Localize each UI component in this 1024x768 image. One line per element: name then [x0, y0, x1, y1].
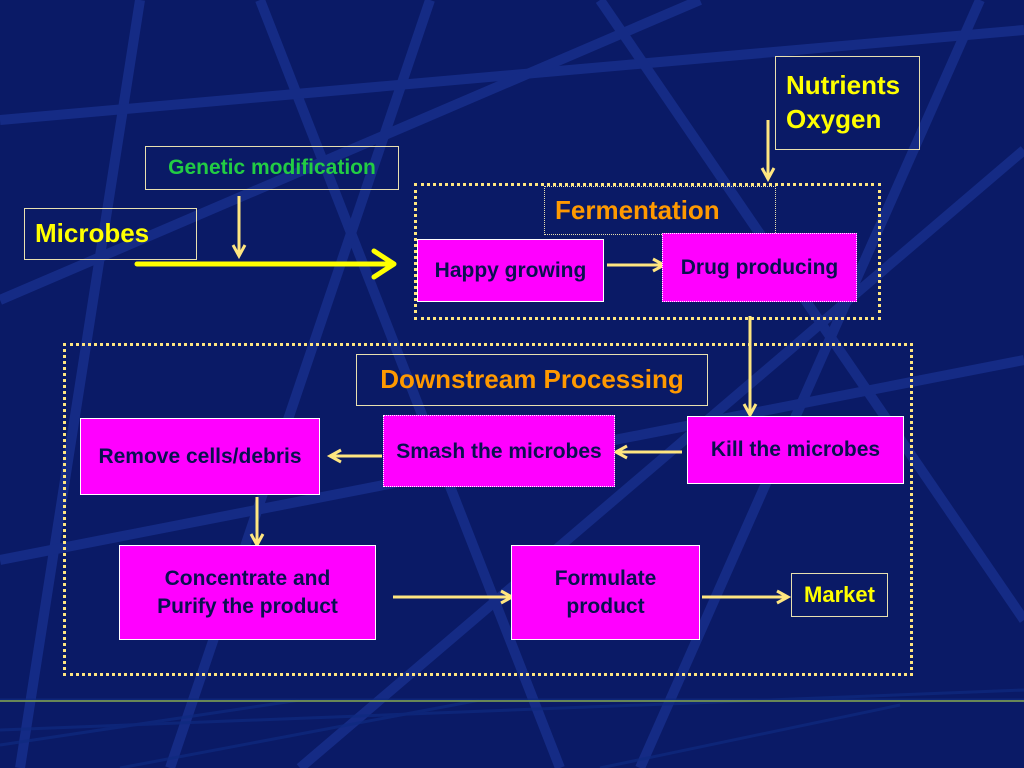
- genetic-modification-label: Genetic modification: [145, 146, 399, 190]
- remove-cells-debris-box: Remove cells/debris: [80, 418, 320, 495]
- arrowhead-microbes-to-fermentation: [371, 248, 397, 280]
- drug-producing-box: Drug producing: [662, 233, 857, 302]
- market-text: Market: [804, 581, 875, 607]
- microbes-label: Microbes: [24, 208, 197, 260]
- smash-the-microbes-text: Smash the microbes: [396, 440, 602, 463]
- downstream-region: [63, 343, 913, 676]
- arrowhead-smash-to-remove: [326, 448, 342, 464]
- kill-the-microbes-text: Kill the microbes: [710, 438, 881, 462]
- microbes-text: Microbes: [35, 218, 150, 249]
- drug-producing-text: Drug producing: [680, 255, 839, 279]
- fermentation-region: [414, 183, 881, 320]
- oxygen-text: Oxygen: [786, 104, 882, 134]
- downstream-processing-text: Downstream Processing: [380, 364, 684, 395]
- arrowhead-kill-to-smash: [612, 444, 628, 460]
- concentrate-line1: Concentrate and: [164, 567, 331, 591]
- genetic-modification-text: Genetic modification: [168, 156, 376, 180]
- concentrate-purify-box: Concentrate and Purify the product: [119, 545, 376, 640]
- happy-growing-box: Happy growing: [417, 239, 604, 302]
- arrowhead-nutrients-down: [760, 167, 776, 183]
- fermentation-text: Fermentation: [555, 194, 720, 225]
- remove-cells-debris-text: Remove cells/debris: [98, 444, 302, 468]
- formulate-line1: Formulate: [554, 567, 657, 591]
- fermentation-label: Fermentation: [544, 186, 776, 235]
- formulate-line2: product: [566, 594, 645, 618]
- happy-growing-text: Happy growing: [434, 258, 587, 282]
- concentrate-line2: Purify the product: [157, 594, 338, 618]
- market-label: Market: [791, 573, 888, 617]
- kill-the-microbes-box: Kill the microbes: [687, 416, 904, 484]
- smash-the-microbes-box: Smash the microbes: [383, 415, 615, 487]
- formulate-product-box: Formulate product: [511, 545, 700, 640]
- nutrients-oxygen-label: Nutrients Oxygen: [775, 56, 920, 150]
- arrowhead-genetic-down: [231, 244, 247, 260]
- arrowhead-drug-to-kill: [742, 403, 758, 419]
- downstream-processing-label: Downstream Processing: [356, 354, 708, 406]
- arrowhead-formulate-to-market: [776, 589, 792, 605]
- nutrients-text: Nutrients: [786, 70, 901, 101]
